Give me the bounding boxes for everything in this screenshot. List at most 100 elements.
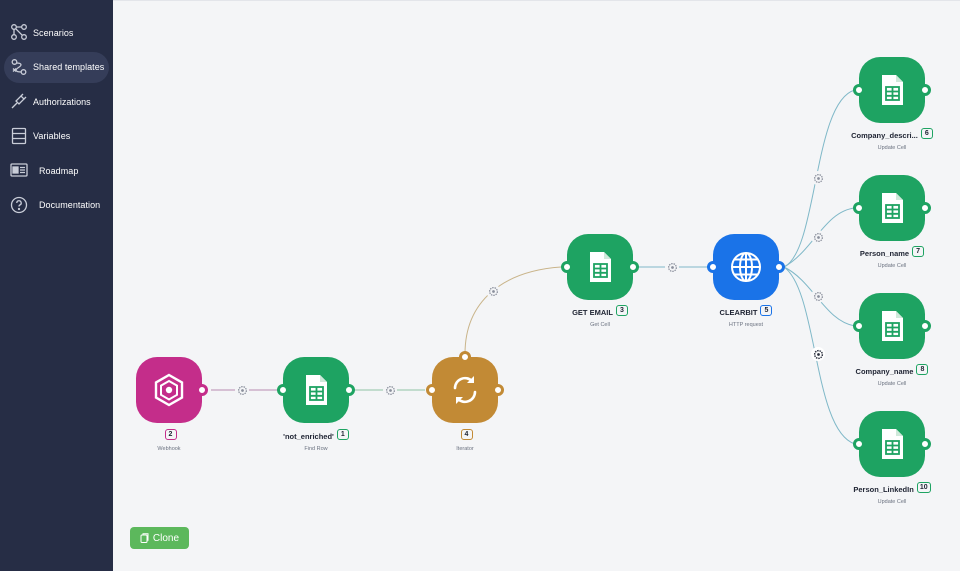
output-port[interactable]: [919, 438, 931, 450]
output-port[interactable]: [627, 261, 639, 273]
sidebar-item-shared-templates[interactable]: Shared templates: [4, 51, 109, 83]
module-index-badge: 6: [920, 128, 933, 140]
module-subtitle: HTTP request: [728, 322, 764, 328]
filter-gear-icon[interactable]: [811, 171, 825, 185]
module-subtitle: Update Cell: [877, 145, 907, 151]
module-caption: Company_descri...6 Update Cell: [832, 125, 952, 151]
google-sheets-icon: [882, 311, 903, 341]
output-port[interactable]: [343, 384, 355, 396]
module-name: Person_LinkedIn: [853, 485, 914, 494]
scenario-canvas[interactable]: 2 Webhook 'not_enriched'1 Find Row 4 Ite…: [113, 0, 960, 571]
sheets-update-cell-module[interactable]: [853, 293, 931, 359]
sheets-update-cell-module[interactable]: [853, 175, 931, 241]
copy-icon: [140, 533, 149, 543]
filter-gear-icon[interactable]: [811, 230, 825, 244]
module-name: Company_descri...: [851, 131, 918, 140]
output-port[interactable]: [459, 351, 471, 363]
module-index-badge: 5: [760, 305, 773, 317]
sidebar-item-label: Documentation: [39, 200, 101, 211]
sidebar-item-label: Authorizations: [33, 96, 91, 107]
sheets-find-row-module[interactable]: [277, 357, 355, 423]
input-port[interactable]: [707, 261, 719, 273]
filter-gear-icon[interactable]: [383, 383, 397, 397]
webhook-module[interactable]: [136, 357, 208, 423]
input-port[interactable]: [853, 438, 865, 450]
filter-gear-icon[interactable]: [235, 383, 249, 397]
module-subtitle: Update Cell: [877, 263, 907, 269]
variables-icon: [10, 127, 28, 145]
webhook-icon: [154, 373, 184, 407]
google-sheets-icon: [882, 75, 903, 105]
clone-button[interactable]: Clone: [130, 527, 189, 549]
sidebar-item-label: Shared templates: [33, 62, 105, 73]
sidebar-item-label: Variables: [33, 131, 71, 142]
help-icon: [10, 196, 28, 214]
module-subtitle: Webhook: [157, 446, 181, 452]
output-port[interactable]: [773, 261, 785, 273]
module-index-badge: 3: [615, 305, 628, 317]
globe-icon: [731, 252, 761, 282]
module-index-badge: 10: [916, 482, 931, 494]
sheets-update-cell-module[interactable]: [853, 411, 931, 477]
input-port[interactable]: [277, 384, 289, 396]
filter-gear-icon[interactable]: [665, 260, 679, 274]
clone-label: Clone: [152, 532, 180, 544]
module-name: CLEARBIT: [719, 308, 758, 317]
module-name: 'not_enriched': [283, 432, 334, 441]
sheets-get-cell-module[interactable]: [561, 234, 639, 300]
module-caption: 2 Webhook: [109, 426, 229, 452]
key-icon: [10, 92, 28, 110]
sidebar-item-label: Scenarios: [33, 27, 74, 38]
sidebar-item-scenarios[interactable]: Scenarios: [4, 17, 109, 48]
http-request-module[interactable]: [707, 234, 785, 300]
google-sheets-icon: [590, 252, 611, 282]
iterator-icon: [453, 376, 477, 404]
input-port[interactable]: [853, 202, 865, 214]
filter-gear-icon[interactable]: [811, 289, 825, 303]
iterator-module[interactable]: [426, 351, 504, 423]
sidebar-item-roadmap[interactable]: Roadmap: [4, 155, 109, 186]
google-sheets-icon: [882, 193, 903, 223]
module-index-badge: 1: [336, 429, 349, 441]
module-subtitle: Update Cell: [877, 381, 907, 387]
module-index-badge: 7: [912, 246, 925, 258]
module-subtitle: Iterator: [456, 446, 474, 452]
module-subtitle: Update Cell: [877, 499, 907, 505]
input-port[interactable]: [561, 261, 573, 273]
module-name: Company_name: [855, 367, 914, 376]
sidebar-item-label: Roadmap: [39, 165, 79, 176]
output-port[interactable]: [196, 384, 208, 396]
sheets-update-cell-module[interactable]: [853, 57, 931, 123]
module-name: Person_name: [859, 249, 910, 258]
module-index-badge: 8: [916, 364, 929, 376]
sidebar-item-documentation[interactable]: Documentation: [4, 190, 109, 221]
output-port[interactable]: [492, 384, 504, 396]
sidebar: Scenarios Shared templates Authorization…: [0, 0, 113, 571]
shared-templates-icon: [10, 58, 28, 76]
sidebar-item-authorizations[interactable]: Authorizations: [4, 86, 109, 117]
module-caption: 4 Iterator: [405, 426, 525, 452]
sidebar-item-variables[interactable]: Variables: [4, 121, 109, 152]
module-index-badge: 2: [164, 429, 177, 441]
output-port[interactable]: [919, 202, 931, 214]
input-port[interactable]: [853, 84, 865, 96]
google-sheets-icon: [882, 429, 903, 459]
google-sheets-icon: [306, 375, 327, 405]
scenarios-icon: [10, 23, 28, 41]
output-port[interactable]: [919, 320, 931, 332]
module-subtitle: Get Cell: [590, 322, 610, 328]
input-port[interactable]: [426, 384, 438, 396]
filter-gear-icon[interactable]: [486, 284, 500, 298]
module-subtitle: Find Row: [304, 446, 328, 452]
module-index-badge: 4: [460, 429, 473, 441]
module-name: GET EMAIL: [572, 308, 613, 317]
output-port[interactable]: [919, 84, 931, 96]
input-port[interactable]: [853, 320, 865, 332]
filter-gear-icon[interactable]: [811, 347, 825, 361]
roadmap-icon: [10, 161, 28, 179]
